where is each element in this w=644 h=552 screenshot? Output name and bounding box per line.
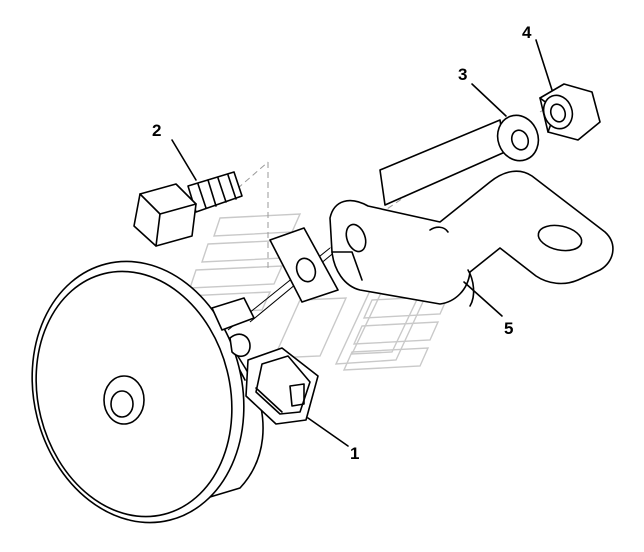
horn-assembly (31, 260, 264, 524)
leader-line-4 (535, 39, 553, 91)
leader-line-3 (471, 83, 507, 117)
washer (496, 114, 540, 162)
mounting-bracket (329, 119, 614, 307)
callout-label-1: 1 (350, 444, 359, 463)
leader-line-5 (463, 281, 503, 317)
hex-nut (539, 83, 601, 141)
horn-mounting-stud (269, 227, 339, 303)
callout-label-5: 5 (504, 319, 513, 338)
electrical-connector (245, 347, 319, 425)
callout-label-3: 3 (458, 65, 467, 84)
callout-label-2: 2 (152, 121, 161, 140)
leader-line-2 (171, 139, 197, 181)
leader-line-1 (307, 417, 349, 447)
hex-bolt (133, 171, 243, 247)
callout-label-4: 4 (522, 23, 532, 42)
leader-lines (171, 39, 553, 447)
